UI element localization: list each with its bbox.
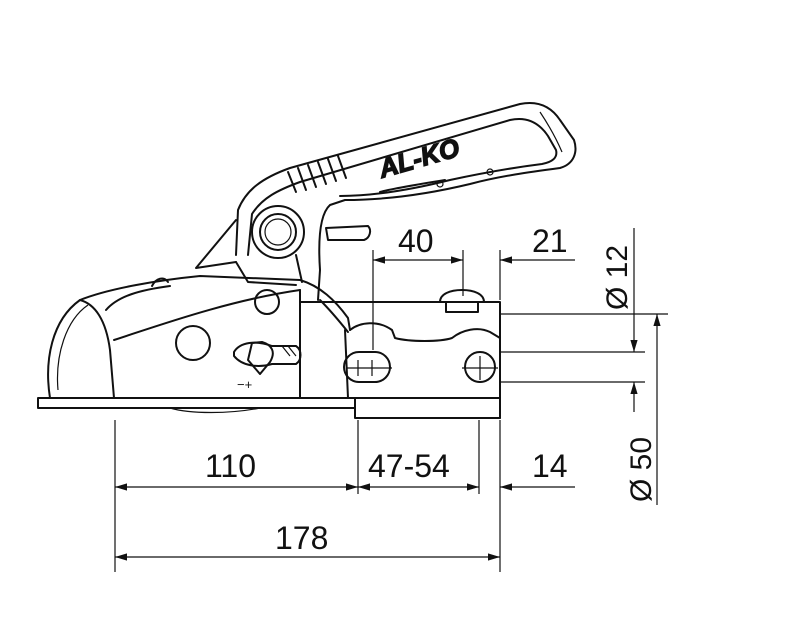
dimension-21: 21 [532,223,568,259]
hole-centre-marks [346,356,498,380]
dimension-14: 14 [532,448,568,484]
dimension-40: 40 [398,223,434,259]
coupling-handle [151,102,577,301]
grip-ribs [287,155,347,193]
coupling-body: −+ [37,275,501,419]
orientation-marks: −+ [237,377,252,392]
dimension-47-54: 47-54 [368,448,450,484]
wear-indicator [233,341,302,375]
dimension-lines [114,228,668,572]
dimension-110: 110 [205,448,256,484]
dimension-ball-diameter: Ø 50 [625,437,658,502]
dimension-hole-diameter: Ø 12 [601,245,634,310]
dimension-178: 178 [275,520,328,556]
